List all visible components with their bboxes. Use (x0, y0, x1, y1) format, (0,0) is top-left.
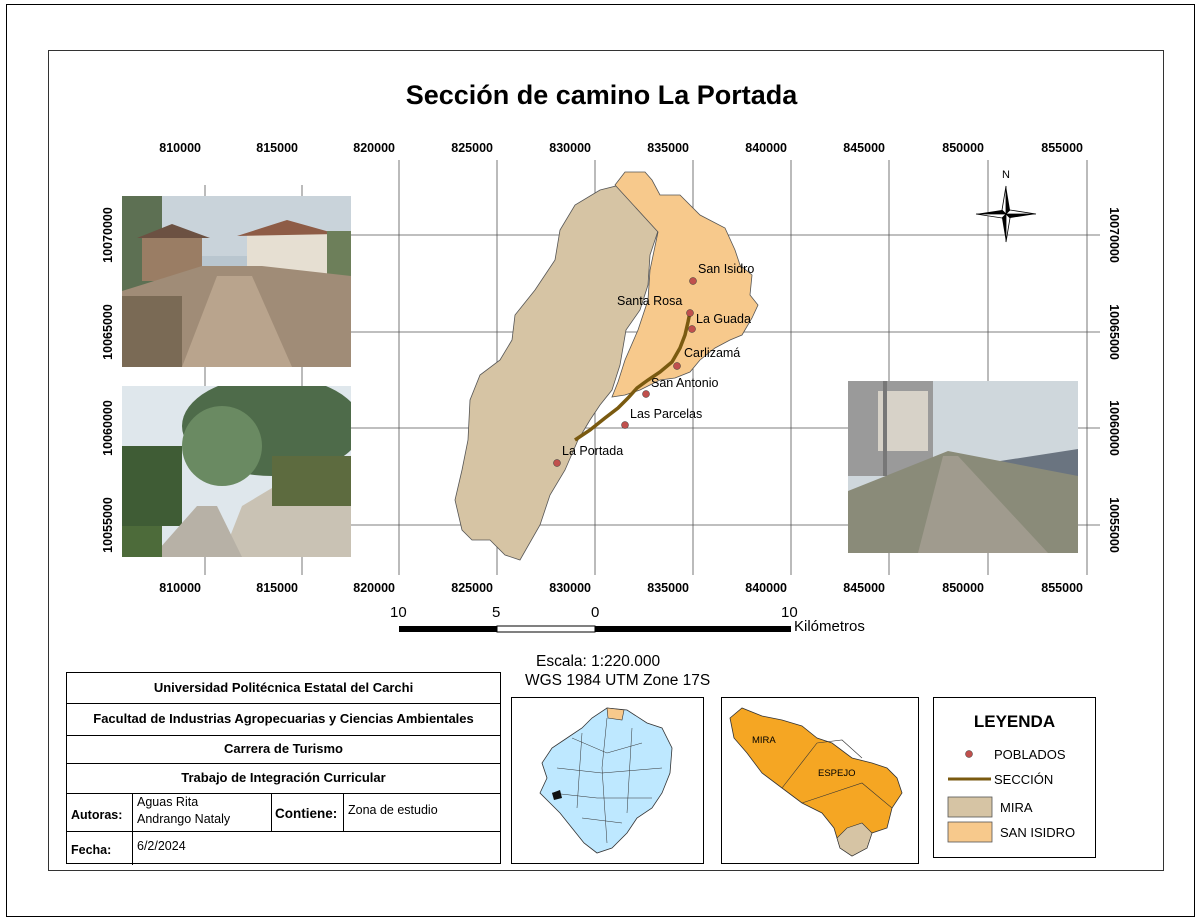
poblado-label: San Isidro (698, 262, 754, 276)
san-isidro-polygon (611, 171, 759, 398)
x-tick-label-top: 855000 (1041, 141, 1083, 155)
y-tick-label-left: 10065000 (101, 304, 115, 360)
x-tick-label-bottom: 830000 (549, 581, 591, 595)
x-tick-label-top: 815000 (256, 141, 298, 155)
y-tick-label-left: 10060000 (101, 400, 115, 456)
x-tick-label-bottom: 810000 (159, 581, 201, 595)
poblado-point (686, 309, 694, 317)
map-title: Sección de camino La Portada (405, 80, 798, 110)
inset-carchi: MIRA ESPEJO (721, 697, 919, 864)
x-tick-label-top: 825000 (451, 141, 493, 155)
y-tick-label-left: 10070000 (101, 207, 115, 263)
scale-unit: Kilómetros (794, 618, 865, 635)
work-row: Trabajo de Integración Curricular (67, 763, 500, 794)
y-tick-label-right: 10070000 (1107, 207, 1121, 263)
career-name: Carrera de Turismo (224, 741, 343, 756)
x-tick-label-top: 830000 (549, 141, 591, 155)
north-arrow-icon: N (975, 169, 1037, 243)
y-tick-label-right: 10065000 (1107, 304, 1121, 360)
carchi-outline (729, 707, 903, 857)
route-line (574, 311, 692, 442)
y-tick-label-right: 10060000 (1107, 400, 1121, 456)
poblado-point (621, 421, 629, 429)
scale-label-0: 0 (591, 604, 600, 621)
university-row: Universidad Politécnica Estatal del Carc… (67, 673, 500, 704)
faculty-name: Facultad de Industrias Agropecuarias y C… (93, 711, 474, 726)
poblado-point (642, 390, 650, 398)
x-tick-label-bottom: 845000 (843, 581, 885, 595)
poblado-label: San Antonio (651, 376, 718, 390)
scale-text: Escala: 1:220.000 (536, 653, 661, 670)
x-tick-label-bottom: 825000 (451, 581, 493, 595)
author-2: Andrango Nataly (137, 812, 231, 826)
scale-label-10-right: 10 (781, 604, 798, 621)
x-tick-label-bottom: 855000 (1041, 581, 1083, 595)
poblado-point (688, 325, 696, 333)
legend-seccion: SECCIÓN (994, 772, 1054, 787)
date-value: 6/2/2024 (137, 839, 186, 853)
map-layout-frame (48, 50, 1164, 871)
inset-ecuador (511, 697, 704, 864)
poblado-label: Carlizamá (684, 346, 740, 360)
x-tick-label-bottom: 835000 (647, 581, 689, 595)
faculty-row: Facultad de Industrias Agropecuarias y C… (67, 703, 500, 736)
university-name: Universidad Politécnica Estatal del Carc… (153, 680, 414, 695)
legend-mira: MIRA (1000, 800, 1033, 815)
inset-mira-label: MIRA (752, 735, 776, 746)
scale-label-5: 5 (492, 604, 501, 621)
x-tick-label-top: 810000 (159, 141, 201, 155)
x-tick-label-top: 845000 (843, 141, 885, 155)
x-tick-label-bottom: 840000 (745, 581, 787, 595)
poblado-point (689, 277, 697, 285)
y-tick-label-right: 10055000 (1107, 497, 1121, 553)
legend-poblados: POBLADOS (994, 747, 1066, 762)
north-label: N (1002, 169, 1010, 181)
poblado-label: Las Parcelas (630, 407, 702, 421)
poblado-point (673, 362, 681, 370)
x-tick-label-top: 835000 (647, 141, 689, 155)
x-tick-label-bottom: 850000 (942, 581, 984, 595)
contains-label: Contiene: (275, 806, 338, 821)
x-tick-label-top: 820000 (353, 141, 395, 155)
legend-title: LEYENDA (973, 712, 1056, 731)
y-tick-label-left: 10055000 (101, 497, 115, 553)
inset-espejo-label: ESPEJO (818, 768, 856, 779)
scale-label-10-left: 10 (390, 604, 407, 621)
ecuador-outline (539, 707, 673, 854)
photo-eucalyptus-road (122, 386, 351, 557)
projection-text: WGS 1984 UTM Zone 17S (525, 672, 711, 689)
date-label: Fecha: (71, 843, 112, 857)
legend-box: LEYENDA POBLADOS SECCIÓN MIRA SAN ISIDRO (933, 697, 1096, 858)
author-1: Aguas Rita (137, 795, 199, 809)
mira-polygon (454, 184, 661, 561)
info-table: Universidad Politécnica Estatal del Carc… (66, 672, 501, 865)
photo-street-houses (122, 196, 351, 367)
poblado-label: Santa Rosa (617, 294, 682, 308)
poblado-label: La Portada (562, 444, 623, 458)
contains-value: Zona de estudio (348, 803, 438, 817)
photo-cobblestone-road (848, 381, 1078, 553)
career-row: Carrera de Turismo (67, 735, 500, 764)
work-name: Trabajo de Integración Curricular (181, 770, 386, 785)
page-frame (6, 4, 1195, 917)
poblado-label: La Guada (696, 312, 751, 326)
x-tick-label-top: 840000 (745, 141, 787, 155)
poblado-point (553, 459, 561, 467)
authors-row (67, 793, 500, 832)
x-tick-label-bottom: 820000 (353, 581, 395, 595)
x-tick-label-top: 850000 (942, 141, 984, 155)
authors-label: Autoras: (71, 808, 123, 822)
x-tick-label-bottom: 815000 (256, 581, 298, 595)
legend-san-isidro: SAN ISIDRO (1000, 825, 1076, 840)
